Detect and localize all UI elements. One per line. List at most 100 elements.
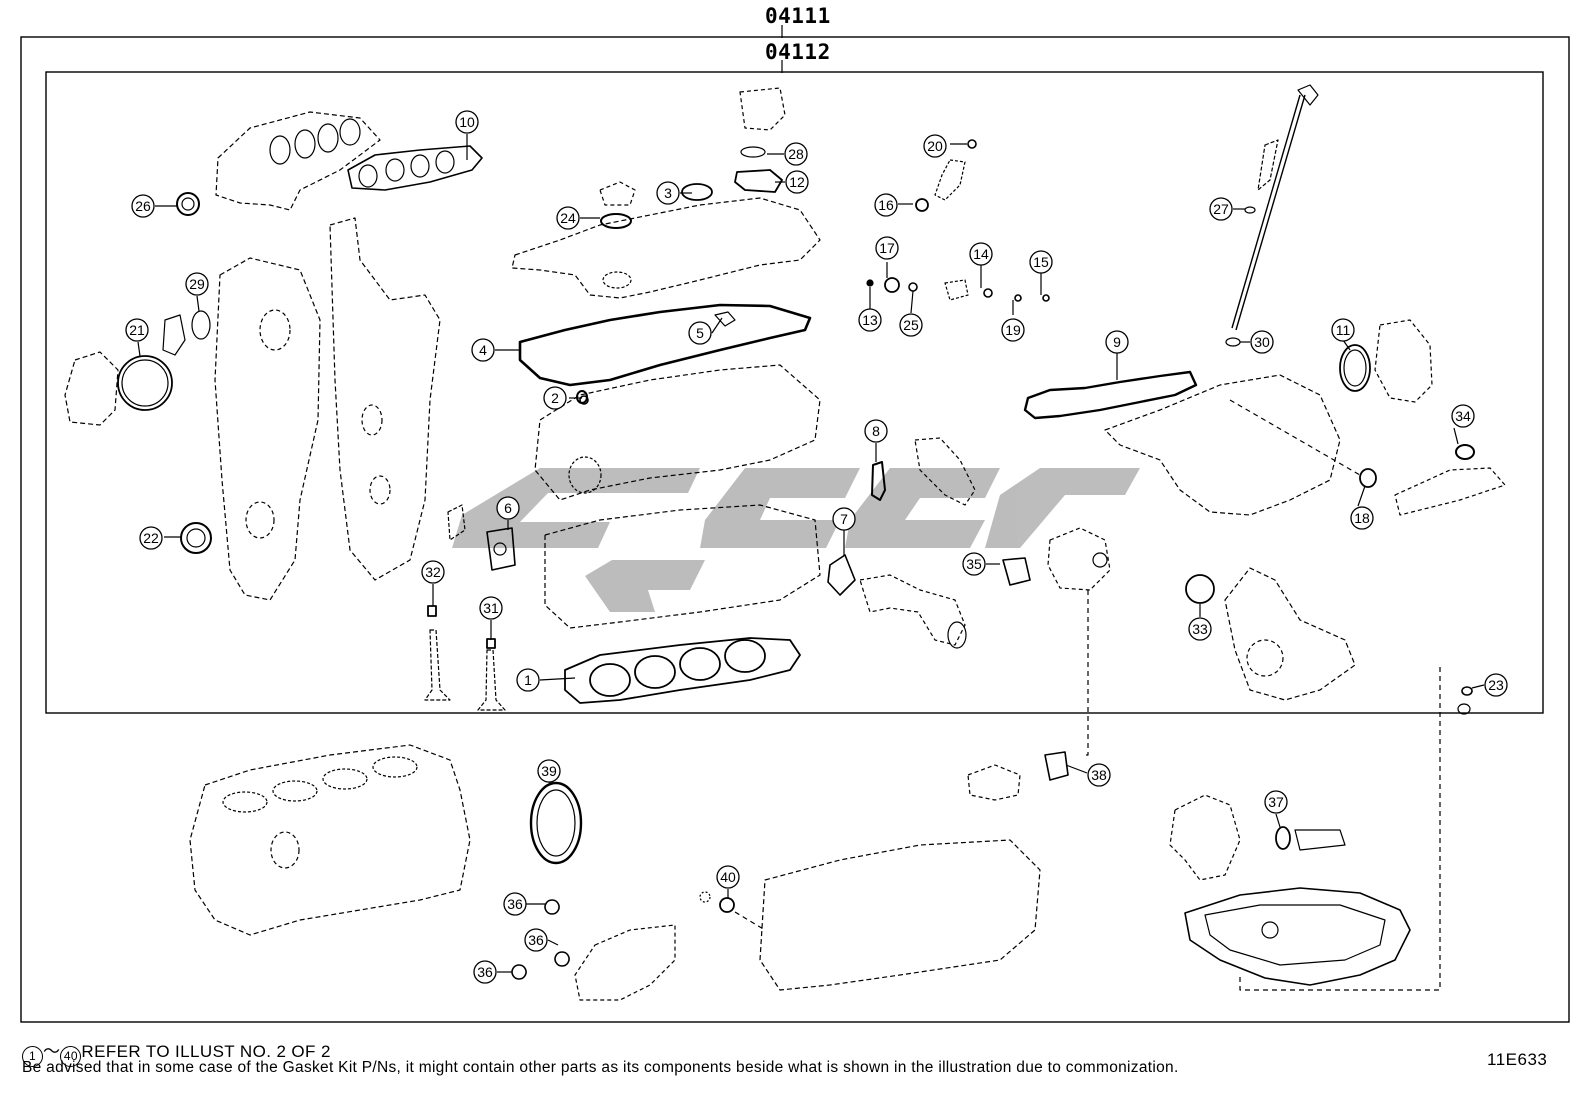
- callout-2: 2: [543, 386, 567, 410]
- kit-04112-frame: [45, 71, 1544, 714]
- head-gasket-drawing: [564, 637, 801, 704]
- callout-20: 20: [923, 134, 947, 158]
- illustration-id: 11E633: [1487, 1050, 1548, 1069]
- timing-cover-hole: [369, 475, 391, 505]
- oil-jet-drawing: [554, 951, 570, 967]
- svg-text:27: 27: [1213, 201, 1229, 217]
- cylinder-head-lower-drawing: [544, 504, 821, 629]
- callout-23: 23: [1484, 673, 1508, 697]
- gasket-38-drawing: [1044, 751, 1069, 781]
- callout-24: 24: [556, 206, 580, 230]
- valve-stem-seal-drawing: [486, 638, 496, 649]
- dipstick-drawing: [1231, 94, 1301, 329]
- oil-pump-hole: [1246, 639, 1284, 677]
- callout-26: 26: [131, 194, 155, 218]
- sensor-drawing: [934, 159, 966, 201]
- svg-text:8: 8: [872, 423, 880, 439]
- bracket-drawing: [447, 504, 466, 541]
- callout-14: 14: [969, 242, 993, 266]
- svg-text:17: 17: [879, 240, 895, 256]
- callout-31: 31: [479, 596, 503, 620]
- callout-32: 32: [421, 560, 445, 584]
- cam-seal-drawing: [181, 197, 195, 211]
- head-gasket-bores: [589, 639, 766, 697]
- dashed-leader: [1239, 667, 1441, 991]
- bracket-drawing: [162, 314, 186, 356]
- oil-jet-drawing: [544, 899, 560, 915]
- o-ring-drawing: [699, 891, 711, 903]
- svg-text:32: 32: [425, 564, 441, 580]
- plug-drawing: [866, 279, 874, 287]
- range-start-badge: 1: [22, 1046, 43, 1067]
- svg-text:25: 25: [903, 317, 919, 333]
- svg-text:7: 7: [840, 511, 848, 527]
- svg-text:24: 24: [560, 210, 576, 226]
- callout-18: 18: [1350, 506, 1374, 530]
- callout-3: 3: [656, 181, 680, 205]
- pcv-gasket-drawing: [714, 311, 736, 327]
- o-ring-drawing: [121, 359, 169, 407]
- kit-code-inner: 04112: [765, 40, 831, 64]
- kit-04111-frame: [20, 36, 1570, 1023]
- range-separator: ～: [43, 1042, 61, 1061]
- timing-cover-hole: [361, 404, 383, 436]
- oil-pan-drain: [1261, 921, 1279, 939]
- callout-36: 36: [473, 960, 497, 984]
- water-pump-drawing: [64, 351, 119, 426]
- cover-gasket-drawing: [734, 169, 783, 193]
- gasket-drawing: [884, 277, 900, 293]
- callout-9: 9: [1105, 330, 1129, 354]
- o-ring-drawing: [1275, 826, 1291, 850]
- svg-text:21: 21: [129, 322, 145, 338]
- exhaust-manifold-ports: [269, 118, 361, 165]
- exhaust-manifold-gasket-drawing: [347, 145, 483, 191]
- callout-30: 30: [1250, 330, 1274, 354]
- crank-seal-drawing: [180, 522, 212, 554]
- oil-filter-housing-drawing: [1169, 794, 1241, 881]
- o-ring-drawing: [1343, 349, 1367, 387]
- head-bore-drawing: [568, 456, 602, 494]
- oil-pump-cover-drawing: [1224, 567, 1356, 701]
- exhaust-gasket-ports: [358, 150, 455, 188]
- svg-text:2: 2: [551, 390, 559, 406]
- valve-cover-hole: [602, 271, 632, 289]
- svg-text:12: 12: [789, 174, 805, 190]
- gasket-drawing: [967, 139, 977, 149]
- valve-stem-seal-drawing: [427, 605, 437, 617]
- gasket-drawing: [915, 198, 929, 212]
- cam-seal-drawing: [176, 192, 200, 216]
- egr-port: [1092, 552, 1108, 568]
- callout-36: 36: [503, 892, 527, 916]
- svg-text:16: 16: [878, 197, 894, 213]
- svg-text:37: 37: [1268, 794, 1284, 810]
- svg-text:29: 29: [189, 276, 205, 292]
- watermark-logo: [452, 468, 1140, 612]
- intake-manifold-gasket-drawing: [1023, 370, 1198, 420]
- callout-40: 40: [716, 865, 740, 889]
- pipe-drawing: [1394, 467, 1506, 516]
- callout-28: 28: [784, 142, 808, 166]
- oil-pump-body-drawing: [574, 924, 676, 1001]
- callout-36: 36: [524, 928, 548, 952]
- svg-text:36: 36: [528, 932, 544, 948]
- dashed-leader: [1082, 590, 1089, 756]
- svg-text:6: 6: [504, 500, 512, 516]
- callout-4: 4: [471, 338, 495, 362]
- cylinder-block-drawing: [189, 744, 471, 936]
- svg-text:5: 5: [696, 325, 704, 341]
- svg-text:38: 38: [1091, 767, 1107, 783]
- callout-7: 7: [832, 507, 856, 531]
- gasket-34-drawing: [1455, 444, 1475, 460]
- gasket-hole: [493, 542, 507, 556]
- svg-text:39: 39: [541, 763, 557, 779]
- dipstick-handle-drawing: [1297, 84, 1319, 106]
- rear-oil-seal-drawing: [529, 781, 583, 865]
- svg-text:30: 30: [1254, 334, 1270, 350]
- gasket-18-drawing: [1359, 468, 1377, 488]
- valve-drawing: [424, 629, 451, 701]
- callout-11: 11: [1331, 318, 1355, 342]
- svg-text:15: 15: [1033, 254, 1049, 270]
- svg-text:10: 10: [459, 114, 475, 130]
